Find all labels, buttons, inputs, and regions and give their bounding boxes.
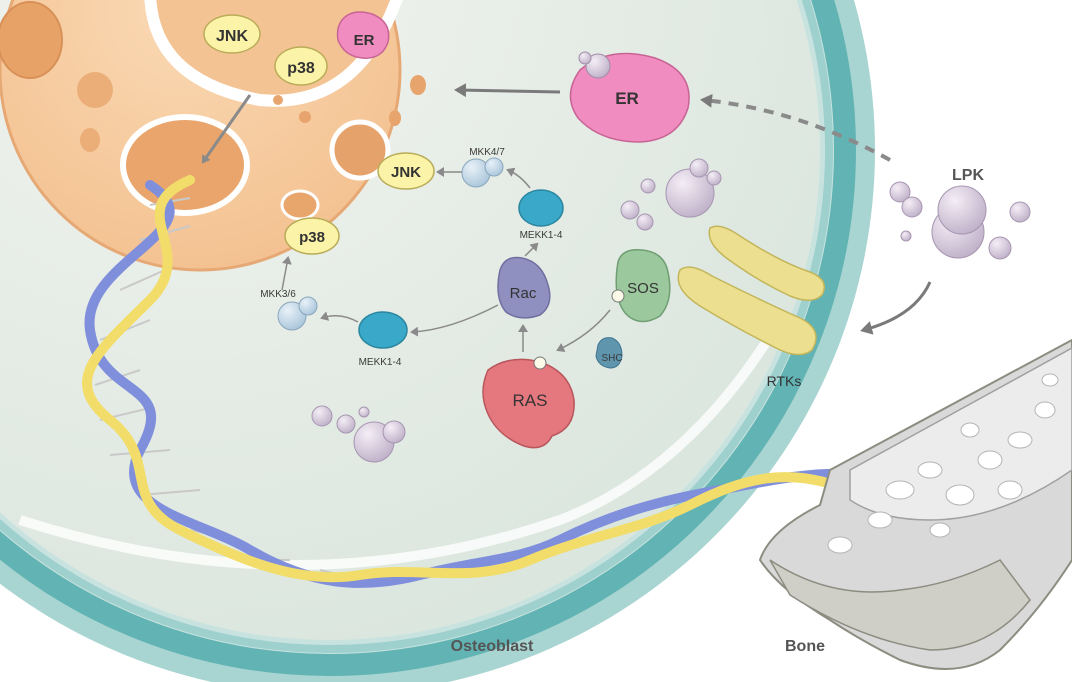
mekk14-top-label: MEKK1-4 [520,230,563,241]
p38-nucleus-label: p38 [287,60,315,77]
rac-protein: Rac [497,256,551,319]
cell-membrane-band [0,0,856,676]
bubble-cluster-lower [311,405,406,463]
mkk36-label: MKK3/6 [260,289,296,300]
p38-to-nucleus-arrow [201,94,252,164]
sos-label: SOS [627,280,659,297]
bone [758,338,1072,670]
lpk-label: LPK [952,167,984,184]
mekk14-to-mkk47-arrow [506,167,531,189]
lpk-cluster [889,181,1031,260]
rac-to-mekk14-top-arrow [524,242,539,257]
er-cytoplasm-label: ER [615,89,639,108]
inner-rim [18,317,785,570]
mkk47-kinase: MKK4/7 [461,147,505,188]
lpk-to-rtk-arrow [860,281,932,335]
rac-label: Rac [510,285,537,302]
mekk14-bottom-kinase: MEKK1-4 [358,311,408,368]
mkk36-kinase: MKK3/6 [260,289,318,331]
er-to-nucleus-arrow [454,83,561,98]
mekk14-top-kinase: MEKK1-4 [518,189,564,241]
sos-protein: SOS [611,249,671,323]
p38-nucleus: p38 [274,46,328,86]
mkk47-label: MKK4/7 [469,147,505,158]
rac-to-mekk14-bottom-arrow [410,304,499,337]
jnk-nucleus-label: JNK [216,28,248,45]
rtks-label: RTKs [767,373,802,389]
lpk-to-er-dashed-arrow [700,93,891,162]
bone-label: Bone [785,638,825,655]
jnk-label: JNK [391,164,421,181]
er-nucleus-label: ER [354,32,375,49]
ras-protein: RAS [482,356,575,449]
rtk-receptor [677,225,825,356]
osteoblast-label: Osteoblast [451,638,534,655]
p38-kinase: p38 [284,217,340,255]
er-nucleus: ER [336,11,390,59]
sos-to-ras-arrow [556,309,611,352]
bubble-cluster-upper [620,158,722,231]
dna-helix [82,175,865,588]
p38-label: p38 [299,229,325,246]
shc-protein: SHC [595,337,623,369]
mkk36-to-p38-arrow [281,256,292,291]
er-receptor: ER [569,51,690,143]
ras-label: RAS [513,391,548,410]
mekk14-to-mkk36-arrow [320,311,359,323]
mekk14-bottom-label: MEKK1-4 [359,357,402,368]
jnk-nucleus: JNK [203,14,261,54]
shc-label: SHC [601,353,622,364]
jnk-kinase: JNK [377,152,435,190]
